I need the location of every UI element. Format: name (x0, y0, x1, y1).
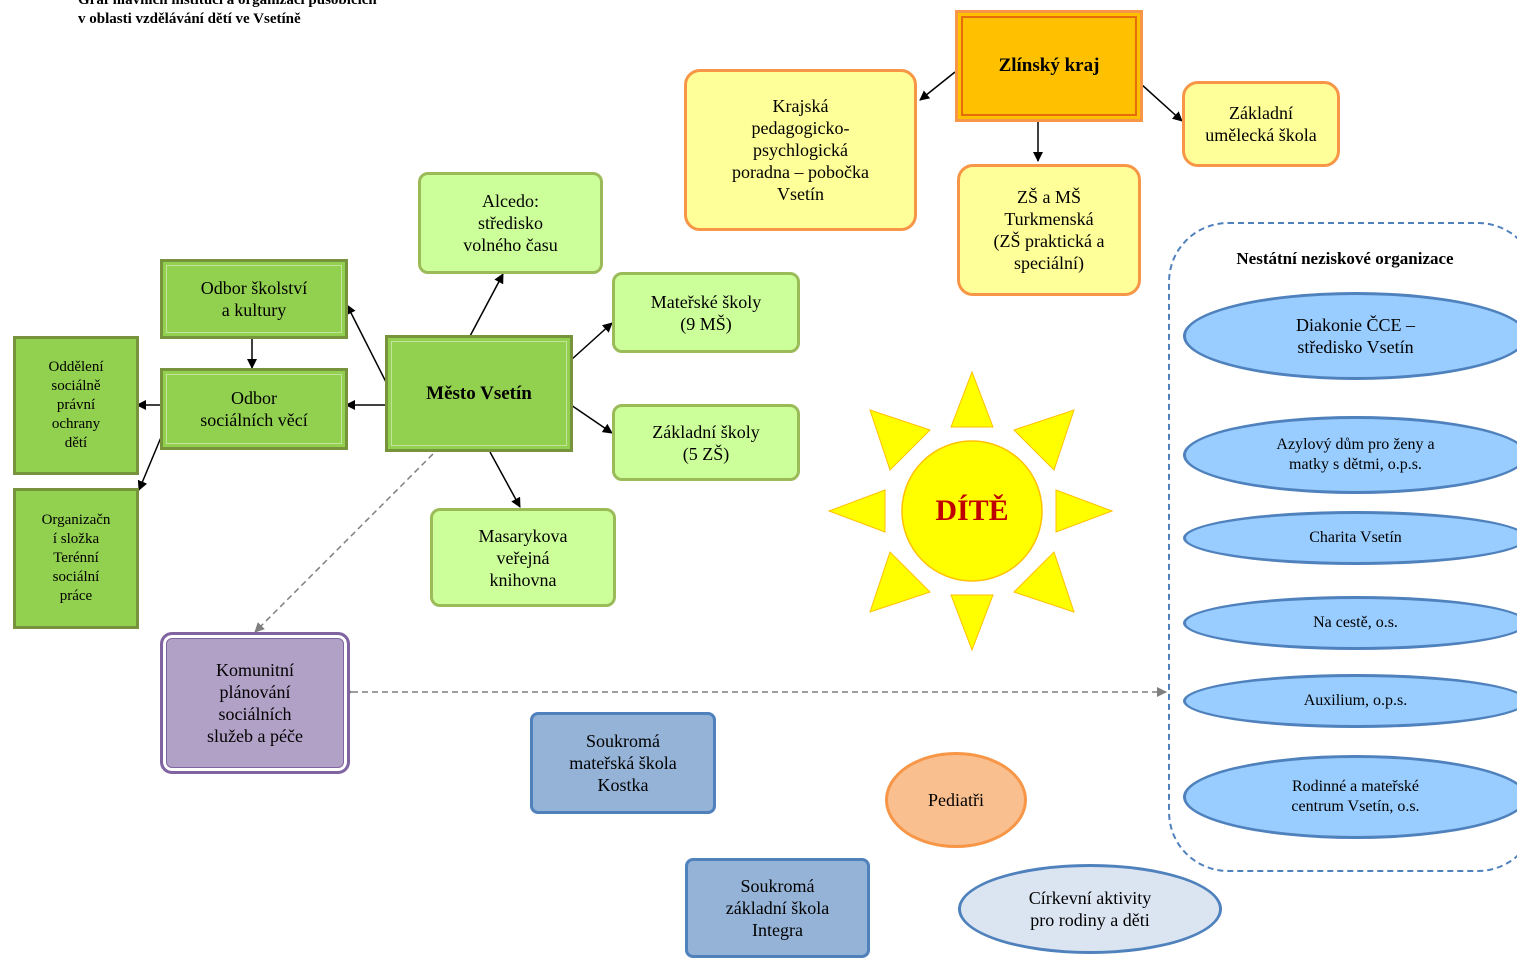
node-cirkevni-aktivity: Církevní aktivity pro rodiny a děti (958, 864, 1222, 954)
diagram-title: Graf hlavních institucí a organizací půs… (78, 0, 598, 29)
sun-ray-bottom-right (1013, 551, 1075, 613)
arrow-mesto-to-alcedo (468, 273, 504, 339)
node-knihovna: Masarykova veřejná knihovna (430, 508, 616, 607)
title-line-1: Graf hlavních institucí a organizací půs… (78, 0, 377, 8)
arrow-kraj-to-zus (1140, 83, 1183, 122)
node-mesto-vsetin: Město Vsetín (385, 335, 573, 452)
ngo-item: Charita Vsetín (1183, 511, 1517, 565)
ngo-item: Auxilium, o.p.s. (1183, 674, 1517, 728)
sun-ray-bottom (950, 594, 994, 652)
ngo-item: Azylový dům pro ženy a matky s dětmi, o.… (1183, 416, 1517, 494)
node-zlinsky-kraj: Zlínský kraj (955, 10, 1143, 122)
node-krajska-poradna: Krajská pedagogicko- psychlogická poradn… (684, 69, 917, 231)
sun-ray-right (1055, 489, 1114, 533)
arrow-odbor-to-terenni (137, 434, 163, 491)
sun-ray-top (950, 370, 994, 428)
arrow-mesto-to-knihovna (489, 451, 521, 508)
ngo-item: Diakonie ČCE – středisko Vsetín (1183, 292, 1517, 380)
sun-ray-top-right (1013, 409, 1075, 471)
arrow-mesto-to-materske-skoly (570, 322, 613, 361)
node-terenni-socialni-prace: Organizačn í složka Terénní sociální prá… (13, 488, 139, 629)
node-alcedo: Alcedo: středisko volného času (418, 172, 603, 274)
arrow-kraj-to-poradna (919, 71, 956, 101)
node-zs-ms-turkmenska: ZŠ a MŠ Turkmenská (ZŠ praktická a speci… (957, 164, 1141, 296)
node-odbor-socialnich-veci: Odbor sociálních věcí (160, 368, 348, 450)
dashed-arrow-mesto-komunitni (254, 437, 450, 633)
node-materske-skoly: Mateřské školy (9 MŠ) (612, 272, 800, 353)
node-komunitni-planovani: Komunitní plánování sociálních služeb a … (160, 632, 350, 774)
sun-disc (901, 440, 1043, 582)
sun-icon (827, 370, 1114, 652)
node-zakladni-skoly: Základní školy (5 ZŠ) (612, 404, 800, 481)
node-odbor-skolstvi: Odbor školství a kultury (160, 259, 348, 339)
sun-ray-left (827, 489, 886, 533)
sun-ray-top-left (869, 409, 931, 471)
arrow-mesto-to-zakladni-skoly (570, 404, 613, 434)
node-zakladni-umelecka-skola: Základní umělecká škola (1182, 81, 1340, 167)
ngo-item: Rodinné a mateřské centrum Vsetín, o.s. (1183, 755, 1517, 839)
title-line-2: v oblasti vzdělávání dětí ve Vsetíně (78, 11, 301, 27)
ngo-group-title: Nestátní neziskové organizace (1236, 249, 1454, 268)
node-soukroma-ms-kostka: Soukromá mateřská škola Kostka (530, 712, 716, 814)
arrow-mesto-to-odbor-skolstvi (346, 304, 389, 387)
ngo-item: Na cestě, o.s. (1183, 596, 1517, 650)
node-soukroma-zs-integra: Soukromá základní škola Integra (685, 858, 870, 958)
ngo-group-frame (1168, 222, 1517, 872)
sun-ray-bottom-left (869, 551, 931, 613)
node-pediatri: Pediatři (885, 752, 1027, 848)
node-oddeleni-ospod: Oddělení sociálně právní ochrany dětí (13, 336, 139, 475)
dite-label: DÍTĚ (935, 494, 1009, 527)
